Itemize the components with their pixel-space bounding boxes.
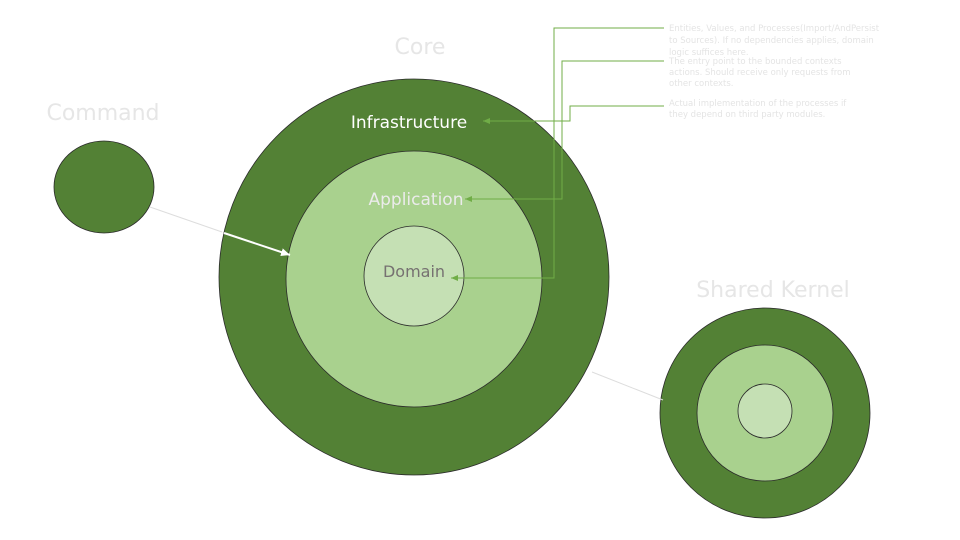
domain-circle: [363, 225, 465, 327]
command-title: Command: [46, 101, 159, 126]
core-title: Core: [395, 35, 446, 60]
command-to-application-arrow: [223, 232, 291, 256]
shared-kernel-title: Shared Kernel: [696, 278, 850, 303]
application-note-connector: [465, 60, 664, 202]
domain-note-connector: [451, 27, 664, 281]
command-connector-faint: [149, 206, 223, 233]
domain-label: Domain: [383, 262, 445, 281]
infrastructure-note: Actual implementation of the processes i…: [669, 99, 849, 120]
infrastructure-note-connector: [483, 105, 664, 124]
infrastructure-label: Infrastructure: [351, 113, 467, 133]
application-note: The entry point to the bounded contexts …: [668, 57, 853, 89]
command-circle: [53, 140, 155, 234]
shared-kernel-inner-circle: [737, 383, 793, 439]
application-label: Application: [369, 190, 464, 210]
shared-kernel-connector: [591, 371, 664, 401]
domain-note: Entities, Values, and Processes(Import/A…: [669, 24, 882, 58]
